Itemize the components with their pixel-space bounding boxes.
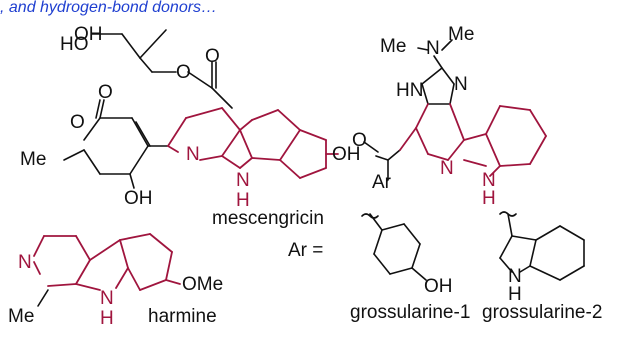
harmine-methyl: Me	[8, 306, 34, 327]
phenol-ring-bonds	[361, 213, 427, 281]
harmine-label: harmine	[148, 306, 217, 327]
harmine-n-pyridine: N	[18, 252, 32, 273]
grossularine-1-label: grossularine-1	[350, 302, 470, 323]
mescengricin-structure: OH HO O O O O Me OH N N H OH mescengrici…	[20, 24, 361, 229]
grossularine-structure: Me N Me N HN O Ar N N H	[352, 24, 547, 209]
mescengricin-h-indole: H	[236, 190, 250, 211]
mescengricin-oh-top: OH	[74, 24, 103, 45]
grossularine-o-ketone: O	[352, 130, 367, 151]
mescengricin-o-carbonyl: O	[205, 46, 220, 67]
mescengricin-methyl: Me	[20, 149, 46, 170]
harmine-h-indole: H	[100, 308, 114, 329]
harmine-methyl-bond	[37, 289, 49, 307]
grossularine-n-indole: N	[482, 170, 496, 191]
grossularine-2-label: grossularine-2	[482, 302, 602, 323]
indole-ring-bonds	[499, 211, 585, 281]
mescengricin-o-lactone: O	[98, 82, 113, 103]
mescengricin-lactone-bonds	[63, 99, 169, 189]
mescengricin-n-indole: N	[236, 170, 250, 191]
harmine-n-indole: N	[100, 288, 114, 309]
grossularine-amine-bonds	[363, 39, 455, 181]
grossularine-n-pyridine: N	[440, 158, 454, 179]
mescengricin-o-ester: O	[176, 62, 191, 83]
mescengricin-carboline-bonds	[167, 107, 339, 179]
harmine-structure: N Me N H OMe harmine	[8, 233, 223, 329]
grossularine-ar: Ar	[372, 172, 392, 193]
ar-equals-label: Ar =	[288, 240, 323, 261]
indole-n: N	[508, 266, 522, 287]
grossularine-me1: Me	[380, 36, 406, 57]
mescengricin-side-chain-bonds	[91, 29, 233, 109]
banner-text: , and hydrogen-bond donors…	[0, 0, 217, 16]
mescengricin-o-ring: O	[70, 112, 85, 133]
indole-h: H	[508, 284, 522, 305]
grossularine-2-aryl: N H grossularine-2	[482, 211, 602, 323]
grossularine-n-amine: N	[426, 38, 440, 59]
grossularine-hn: HN	[396, 80, 423, 101]
grossularine-n-imidazole: N	[454, 74, 468, 95]
grossularine-carboline-bonds	[399, 103, 547, 177]
mescengricin-label: mescengricin	[212, 208, 324, 229]
phenol-oh: OH	[424, 276, 453, 297]
mescengricin-ho-left: HO	[60, 34, 89, 55]
mescengricin-n-pyridine: N	[186, 144, 200, 165]
harmine-ome: OMe	[182, 274, 223, 295]
harmine-core-bonds	[33, 233, 181, 291]
grossularine-1-aryl: OH grossularine-1	[350, 213, 470, 323]
grossularine-h-indole: H	[482, 188, 496, 209]
grossularine-me2: Me	[448, 24, 474, 45]
mescengricin-oh-right: OH	[332, 144, 361, 165]
mescengricin-oh-bottom: OH	[124, 188, 153, 209]
